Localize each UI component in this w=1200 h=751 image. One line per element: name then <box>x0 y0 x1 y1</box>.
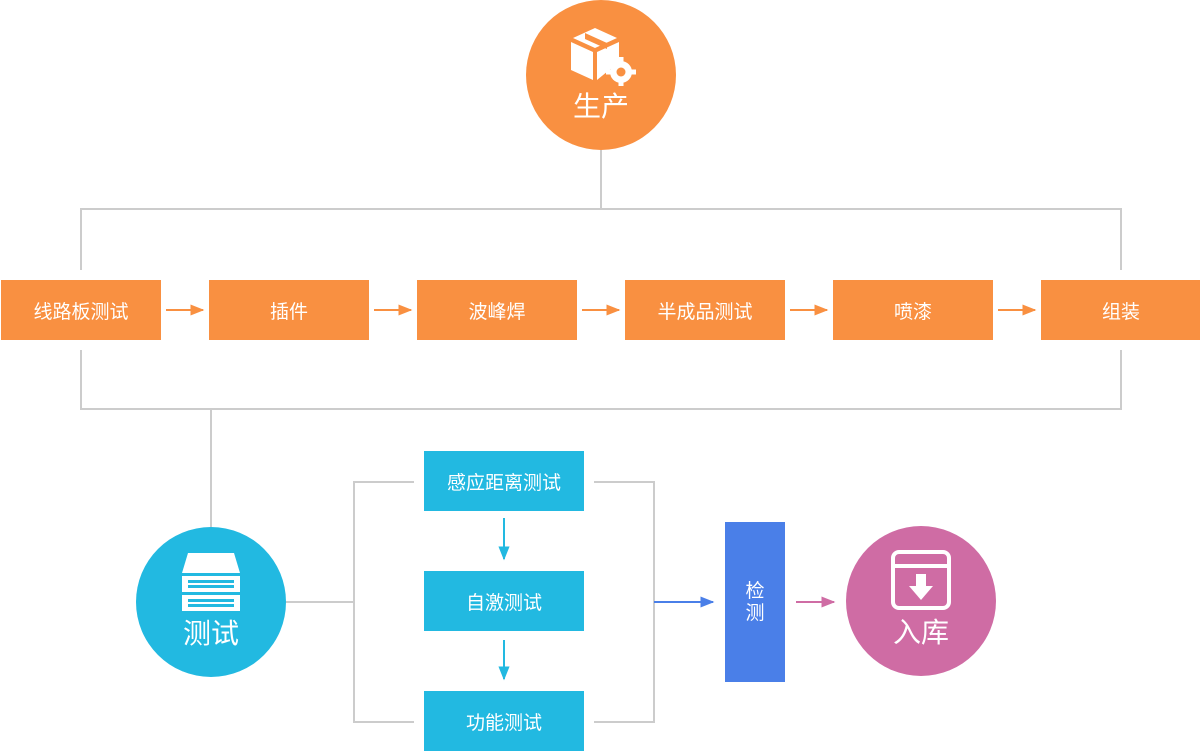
produce-label: 生产 <box>572 90 629 123</box>
detect-node: 检 测 <box>725 522 785 682</box>
step-wave-soldering: 波峰焊 <box>417 280 577 340</box>
test-step-function: 功能测试 <box>424 691 584 751</box>
step-assembly: 组装 <box>1041 280 1200 340</box>
test-step-sensing-distance: 感应距离测试 <box>424 451 584 511</box>
step-spray-paint: 喷漆 <box>833 280 993 340</box>
store-node: 入库 <box>846 526 996 676</box>
detect-label-bottom: 测 <box>745 602 765 624</box>
box-gear-icon <box>565 20 637 86</box>
store-label: 入库 <box>892 616 949 649</box>
test-node: 测试 <box>136 527 286 677</box>
download-box-icon <box>889 546 953 612</box>
test-step-self-excitation: 自激测试 <box>424 571 584 631</box>
produce-node: 生产 <box>526 0 676 150</box>
server-icon <box>176 547 246 613</box>
step-circuit-board-test: 线路板测试 <box>1 280 161 340</box>
test-label: 测试 <box>182 617 239 650</box>
step-semi-product-test: 半成品测试 <box>625 280 785 340</box>
detect-label-top: 检 <box>745 580 765 602</box>
step-plugin: 插件 <box>209 280 369 340</box>
